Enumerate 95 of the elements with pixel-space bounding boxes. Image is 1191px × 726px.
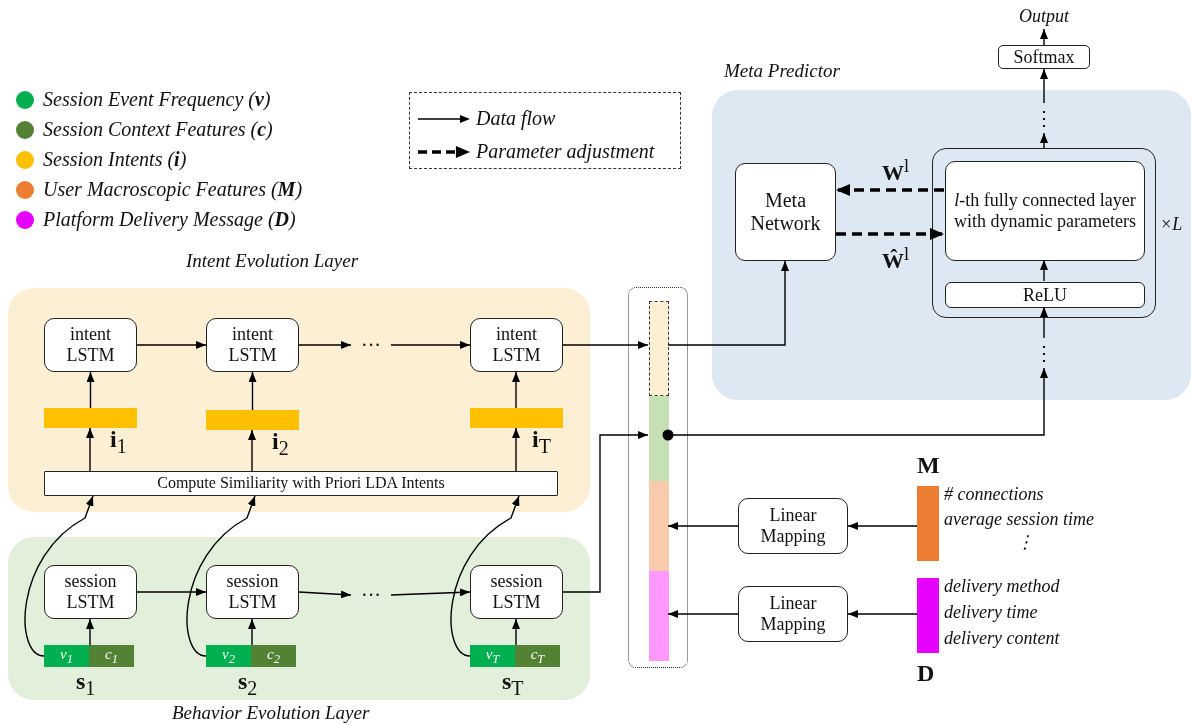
feature-bar [917,578,939,653]
feature-bar [470,408,563,428]
lstm-cell-box: intent LSTM [206,318,299,372]
panel-title: Behavior Evolution Layer [172,702,370,724]
variable-label: D [917,660,935,687]
input-segment: v$_{1}$ [44,645,89,667]
arrow [450,495,520,657]
dashed-arrow [836,228,944,240]
arrow [1040,132,1048,149]
feature-bar [206,410,299,430]
ellipsis-text: ··· [351,581,391,609]
network-box: Meta Network [735,163,836,261]
activation-box: ReLU [945,282,1145,308]
mapping-box: Linear Mapping [738,586,848,642]
arrow [662,367,1048,441]
annotation-text: ⋮ [1016,531,1034,553]
arrow [390,341,471,349]
variable-label: s$_{T}$ [502,668,524,700]
input-segment: v$_{2}$ [206,645,251,667]
arrow [1040,68,1048,104]
arrow [562,431,649,593]
annotation-text: average session time [944,509,1094,530]
arrow [1040,306,1048,339]
arrow [24,495,94,657]
input-segment: v$_{T}$ [470,645,515,667]
arrow [248,618,256,646]
ellipsis-text: ⋮ [1036,338,1052,368]
arrow [136,341,207,349]
mapping-box: Linear Mapping [738,498,848,554]
panel-title: Meta Predictor [724,60,840,82]
legend-text: Session Context Features (c) [43,118,273,141]
legend-text: Session Intents (i) [43,148,187,171]
variable-label: i$_{T}$ [532,426,551,458]
arrow [86,618,94,646]
arrow [86,371,95,409]
legend-text: Platform Delivery Message (D) [43,208,296,231]
repeat-block-outline [932,148,1156,318]
layer-panel [712,90,1191,400]
process-box: Compute Similiarity with Priori LDA Intents [44,471,558,496]
vector-segment [649,481,669,571]
input-segment: c$_{2}$ [251,645,296,667]
layer-panel [8,288,590,512]
layer-panel [8,537,590,700]
arrow [248,371,257,411]
arrow [298,341,352,349]
lstm-cell-box: session LSTM [206,565,299,619]
arrow [667,522,739,530]
arrow [512,618,520,646]
variable-label: i$_{2}$ [272,428,289,460]
variable-label: M [917,452,940,479]
arrow [86,427,94,472]
vector-segment [649,396,669,481]
annotation-text: delivery time [944,602,1038,623]
panel-title: Intent Evolution Layer [186,250,359,272]
legend-text: Data flow [476,107,556,130]
input-segment: c$_{T}$ [515,645,560,667]
arrow [667,260,789,346]
annotation-text: delivery content [944,628,1060,649]
input-segment: c$_{1}$ [89,645,134,667]
ellipsis-text: ··· [351,331,391,359]
vector-segment [649,571,669,661]
arrow [136,588,207,596]
arrow [186,495,256,657]
feature-bar [44,408,137,428]
dashed-arrow [836,184,944,196]
annotation-text: # connections [944,484,1044,505]
lstm-cell-box: session LSTM [44,565,137,619]
legend-text: Session Event Frequency (ν) [43,88,271,111]
output-text: Output [1010,4,1078,29]
variable-label: i$_{1}$ [110,426,127,458]
lstm-cell-box: intent LSTM [44,318,137,372]
ellipsis-text: ⋮ [1036,103,1052,133]
legend-text: User Macroscopic Features (M) [43,178,303,201]
arrow [847,522,918,530]
variable-label: s$_{2}$ [238,668,258,700]
arrow [248,429,256,472]
vector-segment [649,301,669,396]
lstm-cell-box: session LSTM [470,565,563,619]
arrow [1040,259,1048,282]
variable-label: ×L [1160,214,1183,235]
arrow [512,427,520,472]
softmax-box: Softmax [998,45,1090,69]
arrow [512,371,520,409]
arrow [298,590,352,599]
lstm-cell-box: intent LSTM [470,318,563,372]
arrow [1040,28,1048,46]
arrow [390,588,471,597]
feature-bar [917,486,939,561]
annotation-text: delivery method [944,576,1060,597]
arrow [847,610,918,618]
arrow [667,610,739,618]
arrow [562,341,649,349]
legend-text: Parameter adjustment [476,140,655,163]
variable-label: s$_{1}$ [76,668,96,700]
layer-box: l-th fully connected layer with dynamic parameters [945,161,1145,261]
